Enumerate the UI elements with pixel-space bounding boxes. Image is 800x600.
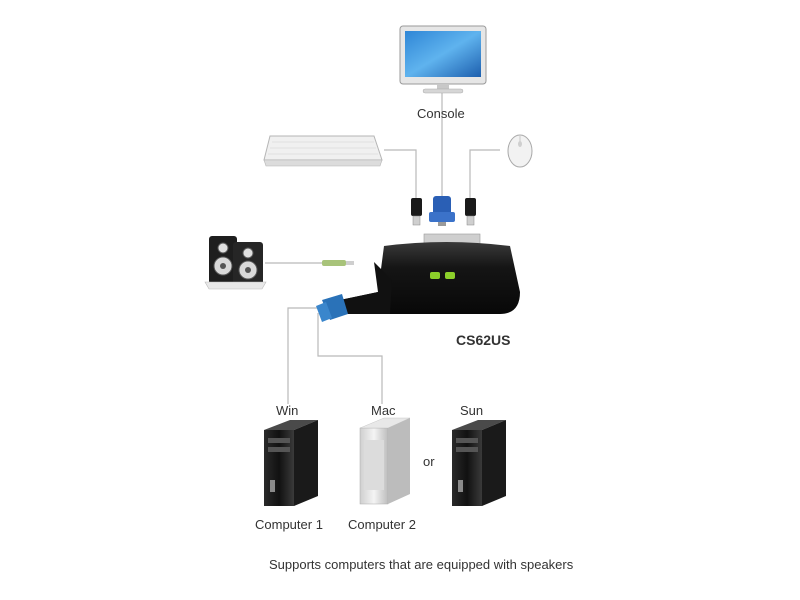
tower-pc-icon bbox=[452, 420, 506, 506]
computer1-name-label: Computer 1 bbox=[255, 517, 323, 532]
monitor-icon bbox=[399, 25, 487, 94]
mouse-cable bbox=[469, 149, 500, 198]
or-label: or bbox=[423, 454, 435, 469]
mouse-icon bbox=[507, 134, 533, 168]
usb-plug-icon bbox=[411, 198, 422, 226]
console-label: Console bbox=[417, 106, 465, 121]
kvm-switch-icon bbox=[316, 233, 520, 322]
keyboard-cable bbox=[384, 149, 417, 198]
usb-plug-icon bbox=[465, 198, 476, 226]
computer2-name-label: Computer 2 bbox=[348, 517, 416, 532]
device-model-label: CS62US bbox=[456, 332, 511, 348]
computer2-cable bbox=[317, 313, 383, 404]
computer3-os-label: Sun bbox=[460, 403, 484, 418]
audio-plug-icon bbox=[322, 260, 354, 266]
keyboard-icon bbox=[263, 135, 383, 167]
cables bbox=[265, 92, 500, 404]
caption: Supports computers that are equipped wit… bbox=[269, 557, 574, 572]
vga-plug-icon bbox=[429, 196, 455, 226]
speakers-icon bbox=[204, 236, 267, 290]
computer1-os-label: Win bbox=[276, 403, 299, 418]
tower-pc-icon bbox=[264, 420, 318, 506]
tower-pc-icon bbox=[359, 417, 411, 505]
computer2-os-label: Mac bbox=[371, 403, 396, 418]
computer1-cable bbox=[287, 307, 326, 404]
